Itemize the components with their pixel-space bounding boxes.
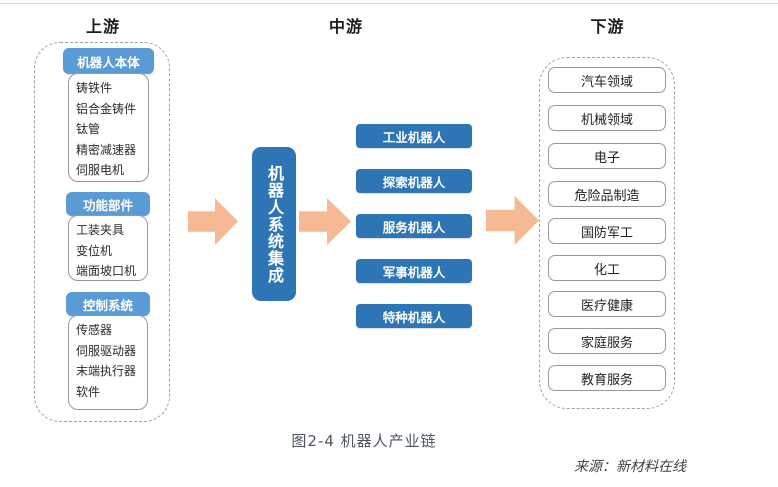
column-title-upstream: 上游 — [85, 17, 120, 36]
figure-caption: 图2-4 机器人产业链 — [291, 432, 437, 450]
group-list-robot-body: 铸铁件 铝合金铸件 钛管 精密减速器 伺服电机 — [68, 73, 149, 182]
system-integration-box: 机器人系统集成 — [252, 147, 296, 301]
list-item: 变位机 — [76, 243, 113, 258]
flow-arrow-icon — [188, 197, 238, 246]
robot-type-industrial: 工业机器人 — [356, 124, 472, 148]
list-item: 伺服驱动器 — [76, 343, 137, 358]
column-title-downstream: 下游 — [590, 17, 625, 36]
list-item: 工装夹具 — [76, 223, 125, 237]
group-header-robot-body: 机器人本体 — [63, 48, 154, 74]
list-item: 末端执行器 — [76, 364, 137, 378]
list-item: 伺服电机 — [76, 163, 125, 177]
list-item: 铝合金铸件 — [76, 101, 137, 116]
downstream-container — [539, 57, 675, 409]
list-item: 精密减速器 — [76, 142, 137, 157]
field-chemical: 化工 — [548, 255, 666, 281]
field-hazardous-manufacturing: 危险品制造 — [548, 181, 666, 207]
robot-type-exploration: 探索机器人 — [356, 169, 472, 193]
list-item: 铸铁件 — [76, 81, 113, 95]
robot-type-service: 服务机器人 — [356, 214, 472, 238]
top-divider — [0, 3, 778, 4]
field-education-service: 教育服务 — [548, 365, 666, 391]
flow-arrow-icon — [486, 196, 539, 245]
upstream-container — [34, 42, 170, 422]
source-credit: 来源：新材料在线 — [574, 459, 686, 475]
list-item: 钛管 — [76, 122, 101, 136]
robot-type-military: 军事机器人 — [356, 259, 472, 283]
field-electronics: 电子 — [548, 143, 666, 169]
field-machinery: 机械领域 — [548, 105, 666, 131]
list-item: 端面坡口机 — [76, 264, 137, 278]
robot-type-special: 特种机器人 — [356, 304, 472, 328]
field-automotive: 汽车领域 — [548, 67, 666, 93]
field-home-service: 家庭服务 — [548, 328, 666, 354]
group-list-functional-parts: 工装夹具 变位机 端面坡口机 — [68, 215, 148, 281]
group-header-control-system: 控制系统 — [66, 292, 150, 316]
column-title-midstream: 中游 — [328, 17, 363, 36]
list-item: 软件 — [76, 384, 101, 399]
list-item: 传感器 — [76, 323, 113, 337]
field-defense: 国防军工 — [548, 218, 666, 244]
group-header-functional-parts: 功能部件 — [66, 192, 150, 216]
group-list-control-system: 传感器 伺服驱动器 末端执行器 软件 — [68, 315, 148, 410]
flow-arrow-icon — [299, 197, 351, 246]
field-medical-health: 医疗健康 — [548, 291, 666, 317]
